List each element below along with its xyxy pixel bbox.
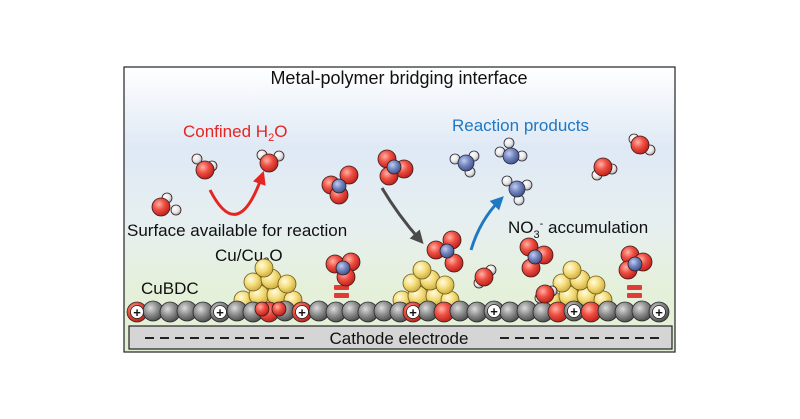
water-molecule	[151, 192, 182, 217]
confined-water-label: Confined H2O	[183, 122, 287, 144]
ammonia-molecule	[449, 150, 480, 178]
svg-text:+: +	[570, 304, 578, 319]
svg-text:+: +	[133, 305, 141, 320]
nitrate-approach-arrow	[380, 187, 424, 245]
cathode-electrode	[128, 325, 673, 350]
nitrate-molecule	[618, 245, 653, 280]
framework-chain	[126, 300, 670, 323]
confined-water-arrow	[208, 170, 266, 216]
water-molecule	[473, 264, 497, 289]
plus-charge: +	[487, 304, 501, 319]
nitrate-molecule	[519, 237, 554, 278]
bridge-bars	[334, 285, 349, 298]
svg-text:+: +	[409, 305, 417, 320]
plus-charge: +	[130, 305, 144, 320]
nitrate-molecule	[377, 149, 414, 186]
nitrate-accumulation-label: NO3- accumulation	[508, 218, 648, 241]
plus-charge: +	[295, 305, 309, 320]
water-molecule	[191, 153, 218, 180]
reaction-products-label: Reaction products	[452, 116, 589, 135]
water-molecule	[591, 157, 618, 181]
svg-text:+: +	[655, 305, 663, 320]
ammonia-molecule	[501, 175, 533, 206]
plus-charge: +	[567, 304, 581, 319]
plus-charge: +	[652, 305, 666, 320]
water-molecule	[628, 133, 656, 156]
svg-text:+: +	[298, 305, 306, 320]
water-molecule	[534, 284, 558, 304]
svg-text:+: +	[490, 304, 498, 319]
plus-charge: +	[213, 305, 227, 320]
nitrate-molecule	[321, 165, 359, 205]
water-molecule	[256, 149, 285, 173]
nitrate-molecule	[325, 252, 361, 287]
product-release-arrow	[469, 196, 504, 251]
nitrate-molecule	[254, 301, 287, 317]
copper-cluster	[392, 260, 460, 310]
svg-text:+: +	[216, 305, 224, 320]
cathode-label: Cathode electrode	[330, 329, 469, 348]
bridge-bars	[627, 285, 642, 298]
diagram-title: Metal-polymer bridging interface	[270, 68, 527, 88]
nitrate-molecule	[426, 230, 464, 273]
ammonia-molecule	[494, 137, 528, 165]
cubdc-label: CuBDC	[141, 279, 199, 298]
surface-available-label: Surface available for reaction	[127, 221, 347, 240]
plus-charge: +	[406, 305, 420, 320]
